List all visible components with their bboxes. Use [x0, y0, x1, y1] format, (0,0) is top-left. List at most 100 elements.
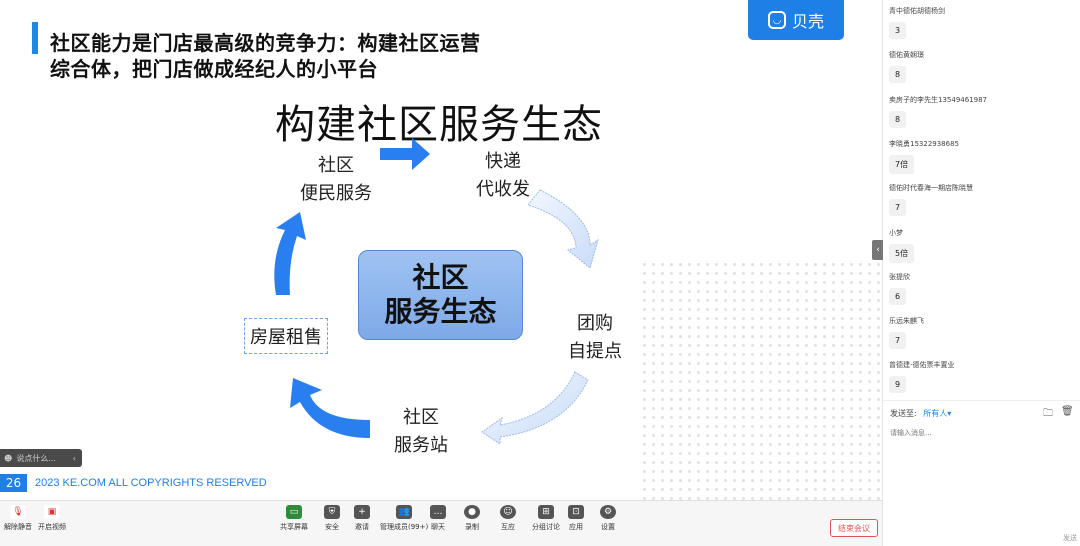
slide-title: 社区能力是门店最高级的竞争力：构建社区运营 综合体，把门店做成经纪人的小平台: [50, 30, 481, 82]
camera-off-icon: ▣: [44, 505, 60, 519]
toolbar-label: 共享屏幕: [280, 523, 308, 531]
dot-pattern-decoration: [640, 260, 882, 500]
panel-divider: [882, 0, 883, 546]
chevron-left-icon: ‹: [876, 245, 880, 255]
chat-message: 小梦 5倍: [889, 228, 915, 263]
chat-sender: 小梦: [889, 228, 903, 237]
chat-panel: [883, 0, 1080, 546]
node-label: 社区: [403, 407, 439, 428]
invite-icon: +: [354, 505, 370, 519]
toolbar-label: 设置: [601, 523, 615, 531]
node-label: 代收发: [476, 179, 530, 200]
chat-bubble: 6: [889, 287, 907, 305]
toolbar-label: 开启视频: [38, 523, 66, 531]
floating-chat-placeholder: 说点什么...: [16, 453, 56, 463]
send-to-target[interactable]: 所有人: [923, 409, 948, 418]
apps-button[interactable]: ⊡ 应用: [568, 505, 584, 532]
arrow-left-lower-icon: [290, 378, 370, 438]
node-label: 团购: [577, 313, 613, 334]
main-heading: 构建社区服务生态: [275, 102, 603, 148]
chat-button[interactable]: … 聊天: [430, 505, 446, 532]
shared-slide: 社区能力是门店最高级的竞争力：构建社区运营 综合体，把门店做成经纪人的小平台 ◡…: [0, 0, 882, 500]
invite-button[interactable]: + 邀请: [354, 505, 370, 532]
breakout-button[interactable]: ⊞ 分组讨论: [532, 505, 560, 532]
shield-icon: ⛨: [324, 505, 340, 519]
chevron-left-icon[interactable]: ‹: [72, 453, 76, 463]
folder-icon[interactable]: 🗀: [1043, 408, 1053, 419]
page-number: 26: [0, 474, 27, 492]
node-label: 快递: [485, 151, 521, 172]
chat-bubble: 8: [889, 66, 907, 84]
toolbar-label: 安全: [325, 523, 339, 531]
gear-icon: ⚙: [600, 505, 616, 519]
brand-name: 贝壳: [791, 12, 824, 31]
toolbar-label: 分组讨论: [532, 523, 560, 531]
node-housing-rental: 房屋租售: [244, 318, 328, 354]
chat-icon: …: [430, 505, 446, 519]
delete-icon[interactable]: 🗑: [1061, 406, 1074, 417]
node-label: 社区: [318, 155, 354, 176]
chat-message: 曾德建-德佑票丰置业 9: [889, 360, 955, 394]
unmute-button[interactable]: 🎙 解除静音: [4, 505, 32, 532]
node-label: 服务站: [394, 435, 448, 456]
brand-badge: ◡ 贝壳: [748, 0, 844, 40]
breakout-icon: ⊞: [538, 505, 554, 519]
security-button[interactable]: ⛨ 安全: [324, 505, 340, 532]
node-group-buy: 团购 自提点: [568, 310, 622, 366]
smiley-icon[interactable]: ☻: [4, 453, 13, 463]
slide-title-line2: 综合体，把门店做成经纪人的小平台: [50, 57, 378, 81]
node-label: 自提点: [568, 341, 622, 362]
chat-bubble: 7倍: [889, 154, 915, 174]
chat-bubble: 9: [889, 376, 907, 394]
title-accent-bar: [32, 22, 38, 54]
record-icon: ●: [464, 505, 480, 519]
chat-tools: 🗀 🗑: [1043, 406, 1074, 423]
chat-message-input[interactable]: [890, 426, 1075, 440]
toolbar-label: 应用: [569, 523, 583, 531]
chat-message: 乐远朱麒飞 7: [889, 316, 924, 350]
send-to-selector[interactable]: 发送至: 所有人▾: [890, 408, 951, 419]
node-service-station: 社区 服务站: [394, 404, 448, 460]
node-express: 快递 代收发: [476, 148, 530, 204]
share-screen-button[interactable]: ▭ 共享屏幕: [280, 505, 308, 532]
arrow-right-lower-icon: [481, 371, 589, 445]
chat-sender: 青中德佑胡德杨剑: [889, 7, 945, 15]
arrow-top-icon: [380, 138, 430, 170]
settings-button[interactable]: ⚙ 设置: [600, 505, 616, 532]
chat-bubble: 7: [889, 332, 907, 350]
toolbar-label: 解除静音: [4, 523, 32, 531]
toolbar-label: 管理成员(99+): [380, 523, 429, 531]
chat-sender: 曾德建-德佑票丰置业: [889, 361, 955, 370]
toolbar-label: 互应: [501, 523, 515, 531]
members-icon: 👥: [396, 505, 413, 519]
chat-sender: 德佑时代春海一期店陈晓慧: [889, 184, 973, 193]
chat-bubble: 3: [889, 22, 907, 39]
chat-bubble: 8: [889, 110, 907, 128]
start-video-button[interactable]: ▣ 开启视频: [38, 505, 66, 532]
chat-bubble: 7: [889, 199, 907, 217]
meeting-toolbar: 🎙 解除静音 ▣ 开启视频 ▭ 共享屏幕 ⛨ 安全 + 邀请 👥 管理成员(99…: [0, 500, 882, 546]
toolbar-label: 聊天: [431, 523, 445, 531]
chat-message: 青中德佑胡德杨剑 3: [889, 6, 945, 39]
chat-bubble: 5倍: [889, 243, 915, 263]
chat-sender: 乐远朱麒飞: [889, 317, 924, 326]
center-box: 社区 服务生态: [358, 250, 523, 340]
manage-members-button[interactable]: 👥 管理成员(99+): [380, 505, 428, 532]
chat-message: 德佑时代春海一期店陈晓慧 7: [889, 183, 973, 217]
caret-down-icon: ▾: [947, 409, 952, 418]
arrow-left-upper-icon: [274, 212, 306, 295]
node-community-service: 社区 便民服务: [300, 152, 372, 208]
reaction-button[interactable]: ☺ 互应: [500, 505, 516, 532]
apps-icon: ⊡: [568, 505, 584, 519]
end-meeting-button[interactable]: 结束会议: [830, 519, 878, 537]
floating-chat-input[interactable]: ☻ 说点什么... ‹: [0, 449, 82, 467]
record-button[interactable]: ● 录制: [464, 505, 480, 532]
collapse-panel-toggle[interactable]: ‹: [872, 240, 884, 260]
share-screen-icon: ▭: [286, 505, 302, 519]
cycle-arrows: [274, 138, 599, 445]
toolbar-label: 邀请: [355, 523, 369, 531]
copyright-footer: 2023 KE.COM ALL COPYRIGHTS RESERVED: [35, 477, 267, 489]
send-button[interactable]: 发送: [1063, 534, 1077, 542]
